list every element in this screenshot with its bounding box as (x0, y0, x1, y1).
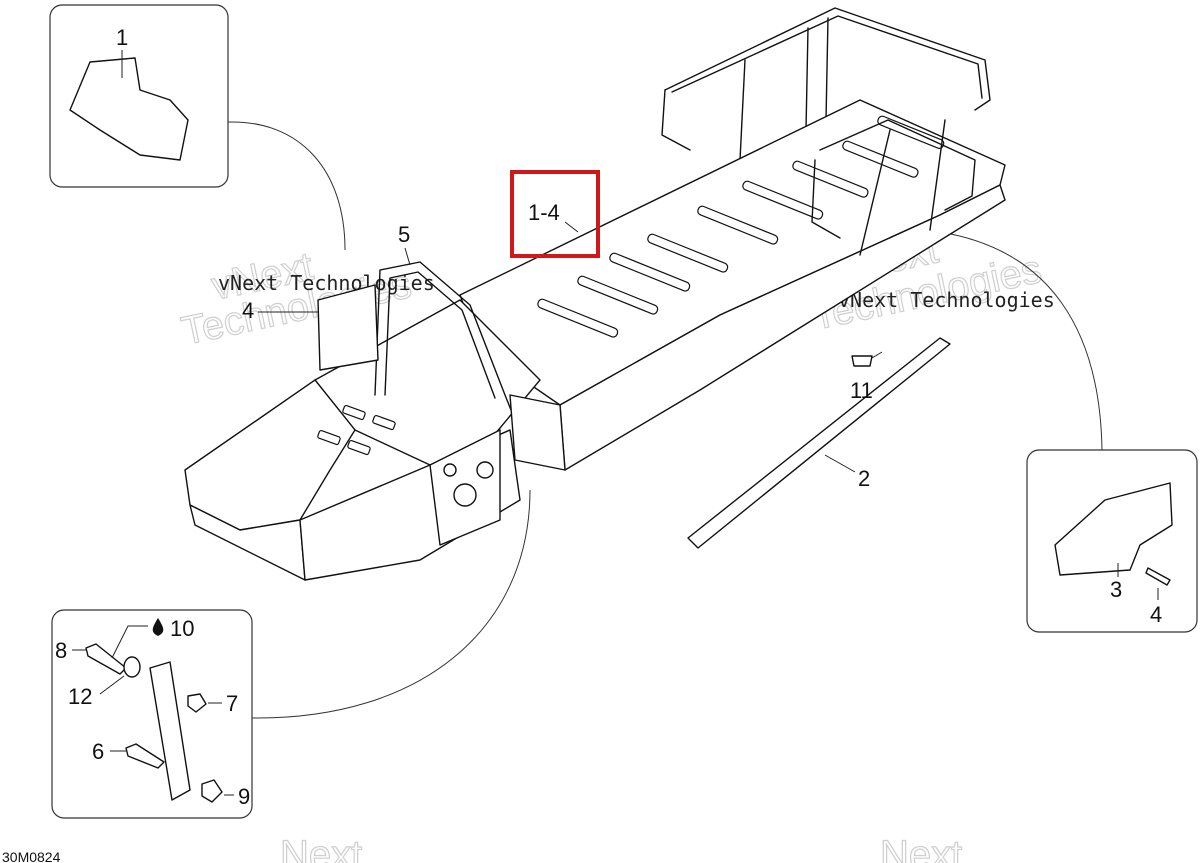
watermark-bottom-1: Next (280, 833, 362, 863)
watermark-bottom-2: Next (880, 833, 962, 863)
vent (372, 414, 396, 431)
strap (149, 661, 191, 801)
drawing-code: 30M0824 (2, 849, 61, 863)
slot (647, 233, 729, 273)
frame-hole (443, 463, 457, 477)
deck-side-panel (559, 184, 1006, 471)
rack-post-2 (805, 27, 809, 131)
watermark-small-1: vNext Technologies (218, 271, 435, 295)
highlight-box (510, 170, 600, 258)
slot (537, 298, 619, 338)
front-bracket (509, 394, 566, 471)
detail-box-part-1: 1 (49, 4, 229, 188)
callout-9: 9 (238, 784, 250, 809)
leader-curve-right (939, 231, 1103, 451)
leader-curve-bottom (251, 489, 531, 719)
frame-hole (453, 483, 477, 507)
frame-assembly (184, 7, 1006, 581)
callout-7: 7 (226, 691, 238, 716)
frame-hole (476, 461, 494, 479)
rack-post-1 (739, 59, 746, 161)
callout-11: 11 (850, 378, 873, 403)
washer-part-12 (123, 656, 141, 678)
highlight-label: 1-4 (528, 200, 560, 225)
vent (342, 404, 366, 421)
slot (792, 160, 869, 198)
rail-leader (824, 454, 856, 473)
callout-6: 6 (92, 739, 104, 764)
nut-part-7 (187, 693, 207, 713)
deck-slots (427, 115, 945, 389)
fastener-leader (871, 351, 883, 359)
slot (609, 252, 691, 292)
console-panel (317, 284, 379, 371)
callout-8: 8 (55, 638, 67, 663)
detail-box-part-3: 3 4 (1026, 449, 1198, 633)
leader-curve-top (227, 121, 346, 251)
callout-1: 1 (116, 25, 128, 50)
part-11-fastener (851, 351, 883, 367)
watermark-small-2: vNext Technologies (838, 288, 1055, 312)
rivet-part-4 (1145, 567, 1171, 586)
slot (742, 180, 824, 220)
bracket-part-3 (1054, 482, 1173, 576)
rack-post-3 (825, 17, 829, 121)
callout-3: 3 (1110, 577, 1122, 602)
part-12-leader (99, 675, 125, 695)
slide-rail-part-2 (687, 337, 951, 549)
rear-rack-left-upright (661, 89, 691, 151)
front-rack-tube (819, 119, 976, 211)
bracket-part-1 (69, 57, 189, 161)
nut-part-9 (201, 779, 223, 803)
detail-box-hardware: 8 10 12 7 6 9 (51, 609, 253, 819)
detail-box-frame (51, 609, 253, 819)
grease-drop-icon (152, 618, 164, 636)
part-10-leader (111, 625, 148, 659)
front-rack-post-1 (859, 129, 891, 256)
vent (347, 439, 371, 456)
callout-12: 12 (68, 684, 92, 709)
steering-hoop (374, 261, 516, 421)
callout-2: 2 (858, 466, 870, 491)
steering-hoop-inner (384, 271, 496, 399)
bolt-part-6 (125, 743, 165, 769)
highlight-leader (564, 221, 579, 233)
rear-rack-tube (664, 7, 991, 111)
slot (577, 275, 659, 315)
rear-rack-tube-inner (671, 15, 983, 99)
callout-5: 5 (398, 222, 410, 247)
front-rack-post-2 (929, 119, 946, 231)
fastener-head (851, 355, 873, 367)
callout-4-right: 4 (1150, 602, 1162, 627)
callout-4-left: 4 (242, 298, 254, 323)
slot (697, 205, 779, 245)
front-rack-upright (811, 159, 841, 239)
part-5-leader (404, 247, 411, 266)
slot (842, 140, 919, 178)
callout-10: 10 (170, 616, 194, 641)
vent (317, 429, 341, 446)
bolt-part-8 (85, 643, 127, 675)
